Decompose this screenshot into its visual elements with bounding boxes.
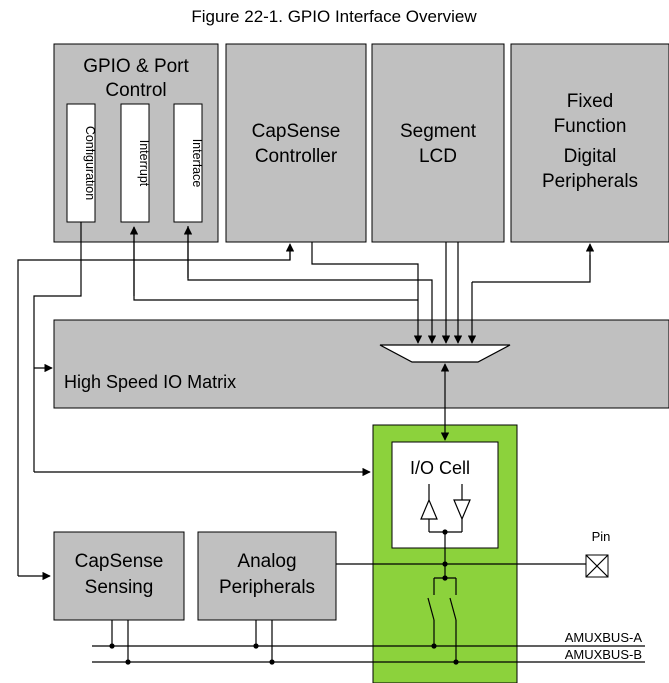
figure-title: Figure 22-1. GPIO Interface Overview [191, 7, 477, 26]
configuration-label: Configuration [83, 126, 97, 200]
segment-lcd-line2: LCD [419, 146, 457, 167]
switch-b-icon [449, 597, 457, 621]
interrupt-box [120, 103, 150, 223]
io-cell-label: I/O Cell [410, 458, 470, 478]
interface-label: Interface [190, 139, 204, 188]
hsiom-label: High Speed IO Matrix [64, 372, 236, 392]
gpio-port-control-block: GPIO & Port Control Configuration Interr… [53, 43, 219, 243]
gpio-title-line1: GPIO & Port [83, 56, 189, 77]
pin: Pin [585, 529, 611, 578]
interface-box [173, 103, 203, 223]
fixed-function-digital-peripherals-block: Fixed Function Digital Peripherals [510, 43, 669, 243]
fixed-function-line3: Digital [564, 146, 617, 167]
segment-lcd-line1: Segment [400, 121, 477, 142]
gpio-title-line2: Control [105, 80, 166, 101]
segment-lcd-block: Segment LCD [371, 43, 505, 243]
amuxbus-a-label: AMUXBUS-A [565, 630, 643, 645]
capsense-sensing-line2: Sensing [85, 577, 154, 598]
analog-peripherals-line1: Analog [237, 551, 296, 572]
analog-peripherals-line2: Peripherals [219, 577, 315, 598]
capsense-controller-line1: CapSense [252, 121, 341, 142]
switch-a-icon [427, 597, 435, 621]
analog-peripherals-block: Analog Peripherals [197, 531, 337, 621]
fixed-function-line4: Peripherals [542, 171, 638, 192]
configuration-box [66, 103, 96, 223]
capsense-sensing-line1: CapSense [75, 551, 164, 572]
output-buffer-icon [453, 499, 471, 521]
pin-label: Pin [592, 529, 611, 544]
capsense-controller-block: CapSense Controller [225, 43, 367, 243]
amuxbus-b-label: AMUXBUS-B [565, 647, 642, 662]
fixed-function-line2: Function [554, 116, 627, 137]
high-speed-io-matrix-block: High Speed IO Matrix [53, 319, 669, 409]
hsiom-mux-icon [379, 344, 511, 363]
capsense-controller-line2: Controller [255, 146, 338, 167]
interrupt-label: Interrupt [137, 140, 151, 187]
fixed-function-line1: Fixed [567, 91, 613, 112]
junction-dots [109, 529, 459, 665]
capsense-sensing-block: CapSense Sensing [53, 531, 185, 621]
